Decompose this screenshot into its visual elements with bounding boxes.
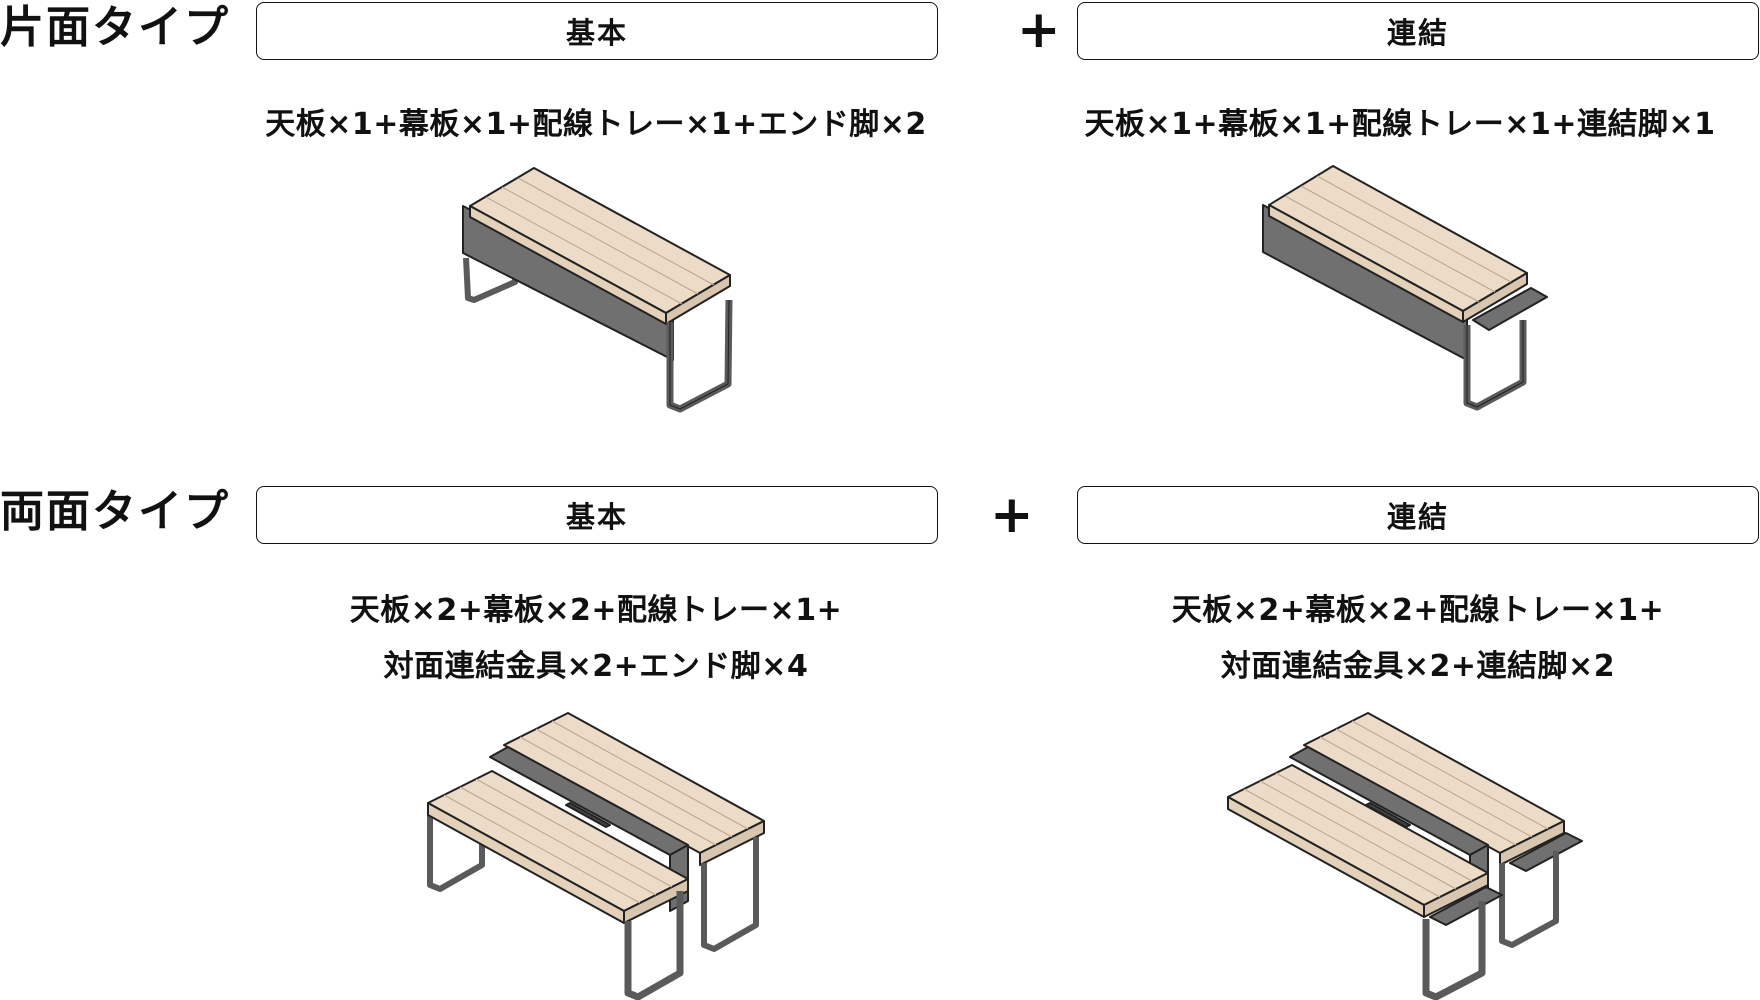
- tab-double-basic[interactable]: 基本: [256, 486, 938, 544]
- double-sided-linked-desk-illustration: [1227, 712, 1583, 1000]
- caption-double-linked-line1: 天板×2+幕板×2+配線トレー×1+: [1171, 593, 1665, 628]
- caption-double-basic-line2: 対面連結金具×2+エンド脚×4: [383, 649, 809, 684]
- section-title-single-sided: 片面タイプ: [0, 2, 230, 53]
- caption-single-linked: 天板×1+幕板×1+配線トレー×1+連結脚×1: [1084, 107, 1716, 142]
- single-sided-linked-desk-illustration: [1262, 165, 1548, 411]
- tab-single-basic[interactable]: 基本: [256, 2, 938, 60]
- caption-double-basic-line1: 天板×2+幕板×2+配線トレー×1+: [349, 593, 843, 628]
- caption-single-basic: 天板×1+幕板×1+配線トレー×1+エンド脚×2: [265, 107, 927, 142]
- section-title-double-sided: 両面タイプ: [0, 486, 230, 537]
- tab-single-linked[interactable]: 連結: [1077, 2, 1759, 60]
- caption-double-linked-line2: 対面連結金具×2+連結脚×2: [1220, 649, 1616, 684]
- plus-sign-double: +: [990, 485, 1034, 545]
- tab-double-linked[interactable]: 連結: [1077, 486, 1759, 544]
- single-sided-basic-desk-illustration: [462, 167, 733, 413]
- double-sided-basic-desk-illustration: [427, 712, 765, 1000]
- plus-sign-single: +: [1017, 0, 1061, 60]
